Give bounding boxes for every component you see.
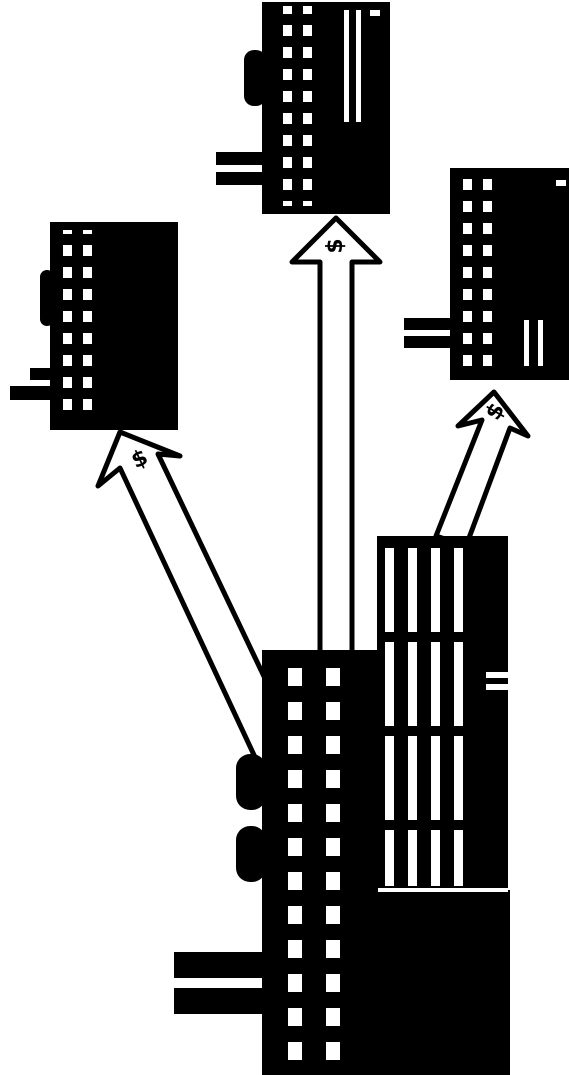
- striped-building-icon: [377, 536, 508, 892]
- arrow-right: [433, 389, 531, 549]
- arrow-center: [289, 215, 383, 663]
- factory-building-icon: [404, 168, 569, 380]
- arrow-left: [95, 429, 303, 773]
- factory-building-icon: [174, 650, 510, 1075]
- factory-building-icon: [216, 2, 390, 214]
- factory-building-icon: [10, 222, 178, 430]
- dollar-sign-icon: $: [323, 238, 348, 253]
